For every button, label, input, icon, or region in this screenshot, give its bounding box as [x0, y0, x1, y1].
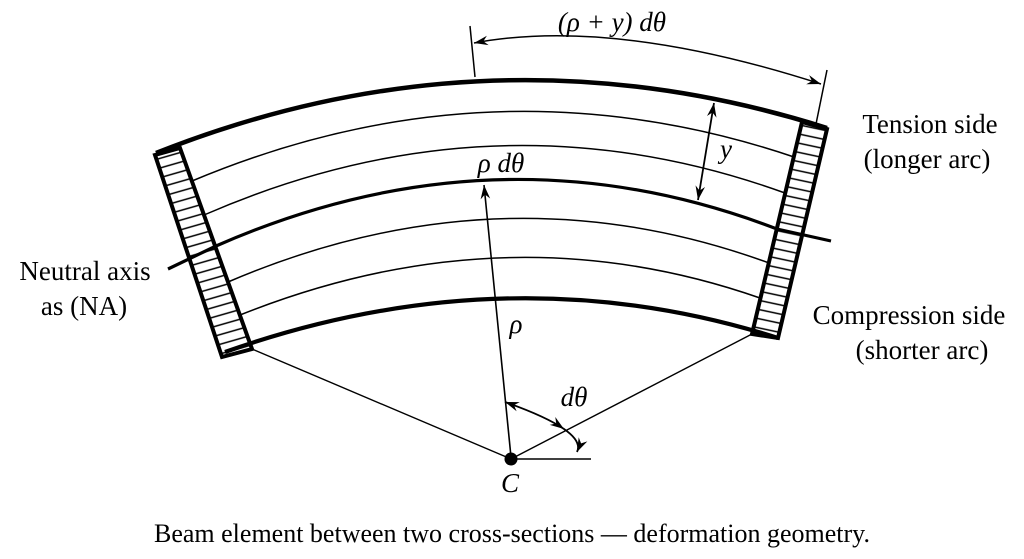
fiber-arc-4: [239, 256, 761, 316]
top-dimension-label: (ρ + y) dθ: [558, 7, 666, 37]
neutral-axis-label-line1: Neutral axis: [19, 256, 150, 286]
top-dimension-tick-right: [815, 69, 828, 125]
dtheta-angle-arc: [504, 401, 588, 453]
y-dimension-arrow: [695, 102, 717, 201]
neutral-axis-label-line2: as (NA): [41, 291, 127, 321]
top-dimension-tick-left: [469, 25, 476, 78]
center-point-dot: [504, 452, 518, 466]
fiber-arc-3: [227, 217, 770, 283]
top-dimension-arrow: [473, 35, 822, 85]
center-point-label: C: [501, 468, 520, 498]
left-cross-section-hatch: [152, 145, 255, 360]
rho-radius-label: ρ: [509, 309, 523, 339]
rho-radius-arrow: [480, 184, 512, 458]
compression-side-label-line2: (shorter arc): [856, 335, 989, 365]
compression-side-label-line1: Compression side: [813, 300, 1006, 330]
neutral-axis-arc: [167, 177, 832, 271]
right-cross-section-hatch: [749, 119, 830, 341]
y-offset-label: y: [717, 134, 732, 164]
dtheta-angle-arc-mid-arrowhead: [549, 417, 564, 429]
figure-caption: Beam element between two cross-sections …: [154, 519, 870, 548]
inner-compression-arc: [224, 296, 779, 354]
right-radius-line: [510, 333, 753, 460]
neutral-axis-dimension-label: ρ dθ: [477, 148, 524, 178]
dtheta-angle-label: dθ: [561, 382, 588, 412]
left-radius-line: [251, 348, 512, 460]
tension-side-label-line1: Tension side: [862, 109, 997, 139]
tension-side-label-line2: (longer arc): [864, 144, 991, 174]
